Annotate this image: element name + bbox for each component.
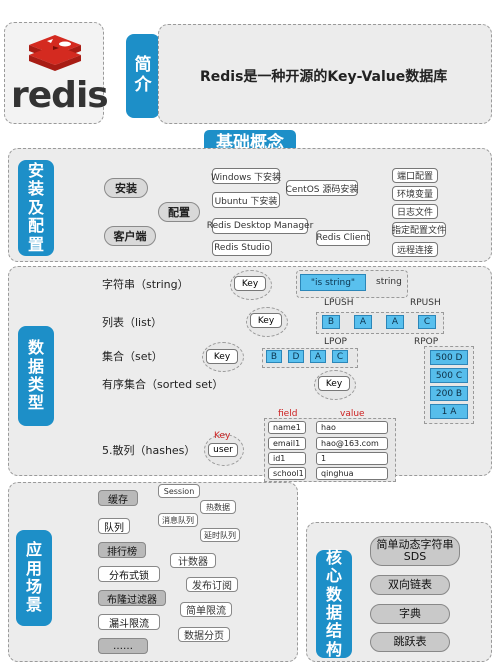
rdm-box: Redis Desktop Manager xyxy=(207,218,313,234)
scenes-label: 应用场景 xyxy=(16,530,52,626)
redis-logo-icon xyxy=(29,35,81,71)
scene-lock: 分布式锁 xyxy=(98,566,160,582)
scene-msg-queue: 消息队列 xyxy=(158,513,198,527)
hash-field-2: id1 xyxy=(268,452,306,465)
config-file: 指定配置文件 xyxy=(392,222,446,237)
string-value: "is string" xyxy=(300,274,366,291)
install-label: 安装及配置 xyxy=(18,160,54,256)
zset-label: 有序集合（sorted set） xyxy=(102,378,224,391)
set-cell-1: D xyxy=(288,350,304,363)
hash-field-0: name1 xyxy=(268,421,306,434)
scene-rank: 排行榜 xyxy=(98,542,146,558)
hash-user: user xyxy=(208,443,238,457)
set-key: Key xyxy=(206,349,238,364)
intro-label: 简介 xyxy=(126,34,160,118)
set-cell-2: A xyxy=(310,350,326,363)
string-label: 字符串（string） xyxy=(102,278,189,291)
set-label: 集合（set） xyxy=(102,350,163,363)
hash-key-label: Key xyxy=(214,431,231,441)
scene-cache: 缓存 xyxy=(98,490,138,506)
logo-text: redis xyxy=(11,75,109,116)
core-dict: 字典 xyxy=(370,604,450,624)
list-key: Key xyxy=(250,313,282,328)
scene-delay-queue: 延时队列 xyxy=(200,528,240,542)
redis-studio-box: Redis Studio xyxy=(212,240,272,256)
core-linkedlist: 双向链表 xyxy=(370,575,450,595)
scene-session: Session xyxy=(158,484,200,498)
centos-install-box: CentOS 源码安装 xyxy=(286,180,358,196)
lpush-label: LPUSH xyxy=(324,298,354,308)
intro-text: Redis是一种开源的Key-Value数据库 xyxy=(200,69,448,85)
scene-paging: 数据分页 xyxy=(178,627,230,642)
list-label: 列表（list） xyxy=(102,316,163,329)
install-node: 安装 xyxy=(104,178,148,198)
hash-value-0: hao xyxy=(316,421,388,434)
hash-value-3: qinghua xyxy=(316,467,388,480)
config-log: 日志文件 xyxy=(392,204,438,219)
scene-bloom: 布隆过滤器 xyxy=(98,590,166,606)
hash-field-3: school1 xyxy=(268,467,306,480)
redis-client-box: Redis Client xyxy=(316,230,370,246)
list-container xyxy=(316,312,444,334)
list-cell-2: A xyxy=(386,315,404,329)
list-cell-1: A xyxy=(354,315,372,329)
scene-rate-limit: 简单限流 xyxy=(180,602,232,617)
intro-panel xyxy=(158,24,492,124)
scene-hot-data: 热数据 xyxy=(200,500,236,514)
config-port: 端口配置 xyxy=(392,168,438,183)
rpush-label: RPUSH xyxy=(410,298,441,308)
zset-item-1: 500 C xyxy=(430,368,468,383)
string-type: string xyxy=(376,277,402,287)
scene-more: …… xyxy=(98,638,148,654)
string-key: Key xyxy=(234,276,266,291)
config-remote: 远程连接 xyxy=(392,242,438,257)
config-node: 配置 xyxy=(158,202,200,222)
types-panel xyxy=(8,266,492,476)
zset-item-3: 1 A xyxy=(430,404,468,419)
scene-funnel: 漏斗限流 xyxy=(98,614,160,630)
set-cell-0: B xyxy=(266,350,282,363)
types-label: 数据类型 xyxy=(18,326,54,426)
list-cell-0: B xyxy=(322,315,340,329)
core-sds: 简单动态字符串SDS xyxy=(370,536,460,566)
set-cell-3: C xyxy=(332,350,348,363)
hash-value-1: hao@163.com xyxy=(316,437,388,450)
zset-item-2: 200 B xyxy=(430,386,468,401)
config-env: 环境变量 xyxy=(392,186,438,201)
lpop-label: LPOP xyxy=(324,337,347,347)
hash-value-2: 1 xyxy=(316,452,388,465)
client-node: 客户端 xyxy=(104,226,156,246)
zset-item-0: 500 D xyxy=(430,350,468,365)
core-label: 核心数据结构 xyxy=(316,548,352,658)
field-label: field xyxy=(278,409,298,419)
scene-pubsub: 发布订阅 xyxy=(186,577,238,592)
scene-counter: 计数器 xyxy=(170,553,216,568)
hash-label: 5.散列（hashes） xyxy=(102,444,196,457)
windows-install-box: Windows 下安装 xyxy=(211,168,281,184)
rpop-label: RPOP xyxy=(414,337,439,347)
ubuntu-install-box: Ubuntu 下安装 xyxy=(212,192,280,208)
scene-queue: 队列 xyxy=(98,518,130,534)
logo-panel: redis xyxy=(4,22,109,124)
hash-field-1: email1 xyxy=(268,437,306,450)
zset-key: Key xyxy=(318,376,350,391)
core-skiplist: 跳跃表 xyxy=(370,632,450,652)
value-label: value xyxy=(340,409,365,419)
list-cell-3: C xyxy=(418,315,436,329)
